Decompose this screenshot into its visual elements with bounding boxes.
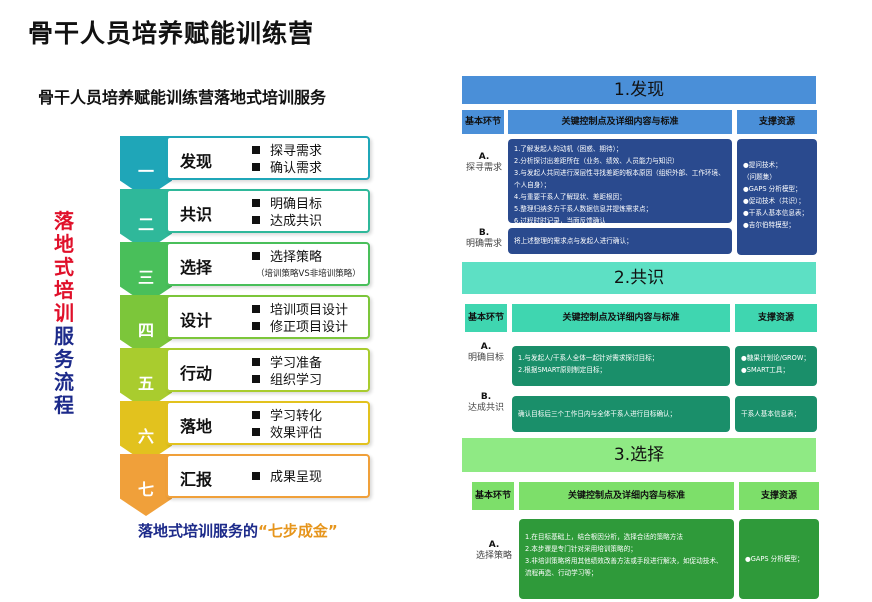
step-item: 组织学习 — [252, 372, 322, 389]
row-label: A.选择策略 — [476, 540, 513, 561]
step-item: 培训项目设计 — [252, 302, 348, 319]
step-item: 学习转化 — [252, 408, 322, 425]
row-label: B.达成共识 — [468, 392, 505, 413]
step-item: 确认需求 — [252, 160, 322, 177]
vlabel-char: 流 — [54, 370, 74, 394]
step-item: 学习准备 — [252, 355, 322, 372]
step-number: 三 — [137, 268, 154, 287]
step-item: 探寻需求 — [252, 143, 322, 160]
step-card: 行动 学习准备 组织学习 — [166, 348, 370, 392]
header-basic: 基本环节 — [472, 482, 514, 510]
step-card: 选择 选择策略 （培训策略VS非培训策略） — [166, 242, 370, 286]
step-item: 选择策略 — [252, 249, 361, 266]
step-name: 落地 — [180, 417, 213, 436]
content-box: 将上述整理的需求点与发起人进行确认； — [508, 228, 732, 254]
step-item: 修正项目设计 — [252, 319, 348, 336]
step-item: 明确目标 — [252, 196, 322, 213]
step-number: 六 — [137, 427, 154, 446]
vlabel-char: 程 — [54, 393, 74, 417]
vlabel-char: 落 — [54, 209, 74, 233]
step-1: 一 发现 探寻需求 确认需求 — [120, 136, 372, 198]
step-number: 一 — [137, 162, 154, 181]
tagline: 落地式培训服务的“七步成金” — [138, 520, 338, 541]
step-item: 达成共识 — [252, 213, 322, 230]
step-item: 成果呈现 — [252, 469, 322, 486]
step-number: 四 — [137, 321, 154, 340]
step-3: 三 选择 选择策略 （培训策略VS非培训策略） — [120, 242, 372, 304]
support-box: ●提问技术； （问题集） ●GAPS 分析模型； ●促动技术（共识）； ●干系人… — [737, 139, 817, 255]
header-support: 支撑资源 — [737, 110, 817, 134]
section-banner: 2.共识 — [462, 262, 816, 294]
step-note: （培训策略VS非培训策略） — [256, 269, 361, 279]
step-items: 培训项目设计 修正项目设计 — [252, 302, 348, 336]
section-banner: 1.发现 — [462, 76, 816, 104]
section-banner: 3.选择 — [462, 438, 816, 472]
step-6: 六 落地 学习转化 效果评估 — [120, 401, 372, 463]
header-key-points: 关键控制点及详细内容与标准 — [519, 482, 734, 510]
step-item: 效果评估 — [252, 425, 322, 442]
row-label: A.明确目标 — [468, 342, 505, 363]
vlabel-char: 式 — [54, 255, 74, 279]
step-name: 共识 — [180, 205, 213, 224]
row-label: B.明确需求 — [466, 228, 503, 249]
step-card: 汇报 成果呈现 — [166, 454, 370, 498]
vlabel-char: 服 — [54, 324, 74, 348]
content-box: 1.在目标基础上，结合根因分析，选择合适的策略方法 2.本步骤是专门针对采用培训… — [519, 519, 734, 599]
support-box: ●GAPS 分析模型； — [739, 519, 819, 599]
tagline-prefix: 落地式培训服务的 — [138, 522, 259, 540]
content-box: 1.了解发起人的动机（困惑、期待）； 2.分析探讨出差距所在（业务、绩效、人员能… — [508, 139, 732, 225]
step-4: 四 设计 培训项目设计 修正项目设计 — [120, 295, 372, 357]
step-items: 成果呈现 — [252, 469, 322, 486]
page-title: 骨干人员培养赋能训练营 — [28, 19, 315, 48]
step-name: 汇报 — [180, 470, 213, 489]
step-name: 行动 — [180, 364, 213, 383]
support-box: 干系人基本信息表； — [735, 396, 817, 432]
support-box: ●糖果计划论/GROW； ●SMART工具； — [735, 346, 817, 386]
step-7: 七 汇报 成果呈现 — [120, 454, 372, 516]
step-number: 五 — [137, 374, 154, 393]
step-items: 学习转化 效果评估 — [252, 408, 322, 442]
row-label: A.探寻需求 — [466, 152, 503, 173]
step-number: 七 — [137, 480, 154, 499]
vertical-process-label: 落 地 式 培 训 服 务 流 程 — [50, 210, 78, 417]
header-support: 支撑资源 — [735, 304, 817, 332]
step-items: 学习准备 组织学习 — [252, 355, 322, 389]
vlabel-char: 培 — [54, 278, 74, 302]
header-basic: 基本环节 — [462, 110, 504, 134]
step-items: 探寻需求 确认需求 — [252, 143, 322, 177]
content-box: 确认目标后三个工作日内与全体干系人进行目标确认； — [512, 396, 730, 432]
step-name: 选择 — [180, 258, 213, 277]
tagline-highlight: “七步成金” — [258, 522, 338, 540]
step-number: 二 — [137, 215, 154, 234]
step-items: 选择策略 （培训策略VS非培训策略） — [252, 249, 361, 283]
header-key-points: 关键控制点及详细内容与标准 — [512, 304, 730, 332]
step-card: 共识 明确目标 达成共识 — [166, 189, 370, 233]
header-basic: 基本环节 — [465, 304, 507, 332]
header-support: 支撑资源 — [739, 482, 819, 510]
step-name: 设计 — [180, 311, 213, 330]
step-5: 五 行动 学习准备 组织学习 — [120, 348, 372, 410]
step-items: 明确目标 达成共识 — [252, 196, 322, 230]
left-subtitle: 骨干人员培养赋能训练营落地式培训服务 — [38, 88, 327, 107]
step-card: 发现 探寻需求 确认需求 — [166, 136, 370, 180]
content-box: 1.与发起人/干系人全体一起针对需求探讨目标； 2.根据SMART原则制定目标； — [512, 346, 730, 386]
step-card: 落地 学习转化 效果评估 — [166, 401, 370, 445]
vlabel-char: 务 — [54, 347, 74, 371]
step-name: 发现 — [180, 152, 213, 171]
vlabel-char: 地 — [54, 232, 74, 256]
vlabel-char: 训 — [54, 301, 74, 325]
step-card: 设计 培训项目设计 修正项目设计 — [166, 295, 370, 339]
header-key-points: 关键控制点及详细内容与标准 — [508, 110, 732, 134]
step-2: 二 共识 明确目标 达成共识 — [120, 189, 372, 251]
